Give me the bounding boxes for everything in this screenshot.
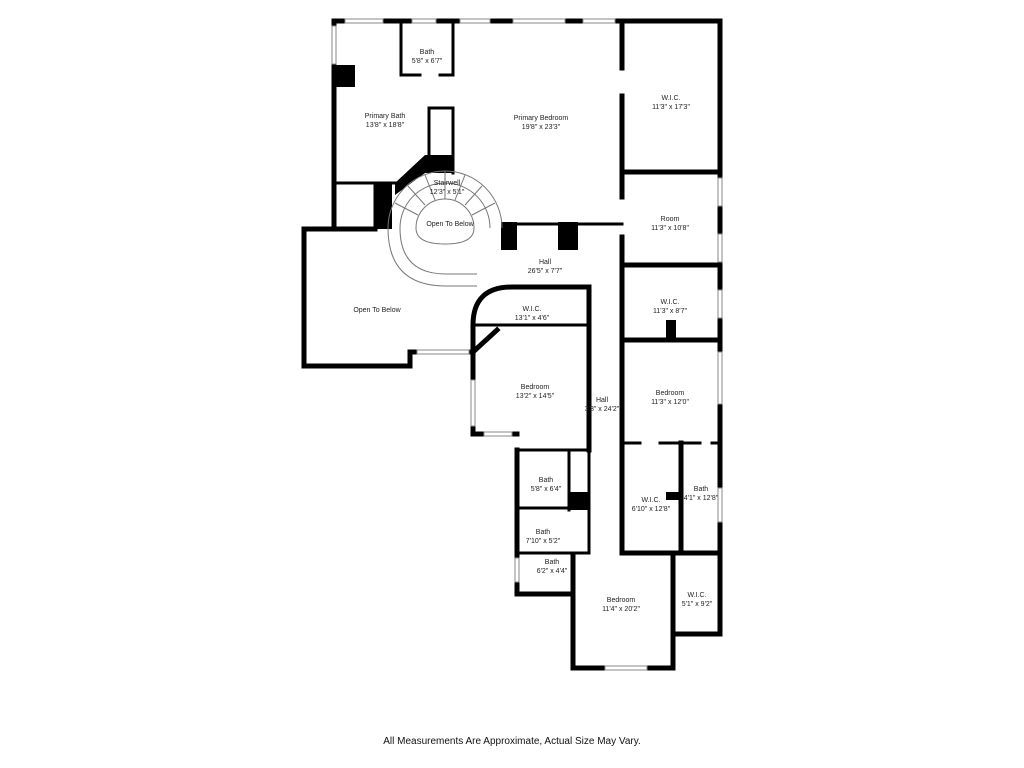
wic-top-dim: 11'3" x 17'3" (652, 104, 690, 111)
wic-small-name: W.I.C. (641, 497, 660, 504)
wic-top-name: W.I.C. (661, 95, 680, 102)
hall-main-dim: 26'5" x 7'7" (528, 268, 563, 275)
hall-vertical-name: Hall (596, 397, 609, 404)
primary-bedroom-name: Primary Bedroom (514, 115, 569, 122)
measurement-disclaimer: All Measurements Are Approximate, Actual… (383, 736, 641, 747)
bedroom-right-name: Bedroom (656, 390, 685, 397)
bath-mid-dim: 5'8" x 6'4" (531, 486, 562, 493)
bath-bottom-name: Bath (545, 559, 560, 566)
stair-open-below-label: Open To Below (426, 221, 474, 228)
bath-right-dim: 4'1" x 12'8" (684, 495, 719, 502)
stairwell-name: Stairwell (434, 180, 461, 187)
hall-vertical-dim: 3'8" x 24'2" (585, 406, 620, 413)
bath-bottom-dim: 6'2" x 4'4" (537, 568, 568, 575)
wic-bottom-name: W.I.C. (687, 592, 706, 599)
open-below-left-label: Open To Below (353, 307, 401, 314)
wic-mid-dim: 13'1" x 4'6" (515, 315, 550, 322)
bedroom-right-dim: 11'3" x 12'0" (651, 399, 689, 406)
hall-main-name: Hall (539, 259, 552, 266)
primary-bedroom-dim: 19'8" x 23'3" (522, 124, 561, 131)
room-dim: 11'3" x 10'8" (651, 225, 689, 232)
spiral-stair (387, 170, 503, 287)
wic-bottom-dim: 5'1" x 9'2" (682, 601, 713, 608)
bath-right-name: Bath (694, 486, 709, 493)
room-name: Room (661, 216, 680, 223)
stairwell-dim: 12'3" x 5'1" (430, 189, 465, 196)
bedroom-bottom-name: Bedroom (607, 597, 636, 604)
structural-blocks (334, 65, 682, 510)
room-labels: Bath 5'8" x 6'7" Primary Bath 13'8" x 18… (353, 49, 718, 613)
primary-bath-name: Primary Bath (365, 113, 406, 120)
wic-right-name: W.I.C. (660, 299, 679, 306)
windows (331, 18, 723, 671)
bedroom-bottom-dim: 11'4" x 20'2" (602, 606, 640, 613)
primary-bath-dim: 13'8" x 18'8" (366, 122, 405, 129)
bath-top-dim: 5'8" x 6'7" (412, 58, 443, 65)
bath-top-name: Bath (420, 49, 435, 56)
bedroom-left-dim: 13'2" x 14'5" (516, 393, 555, 400)
bedroom-left-name: Bedroom (521, 384, 550, 391)
bath-lower-dim: 7'10" x 5'2" (526, 538, 561, 545)
wic-small-dim: 6'10" x 12'8" (632, 506, 671, 513)
bath-lower-name: Bath (536, 529, 551, 536)
wic-right-dim: 11'3" x 8'7" (653, 308, 687, 315)
wic-mid-name: W.I.C. (522, 306, 541, 313)
bath-mid-name: Bath (539, 477, 554, 484)
